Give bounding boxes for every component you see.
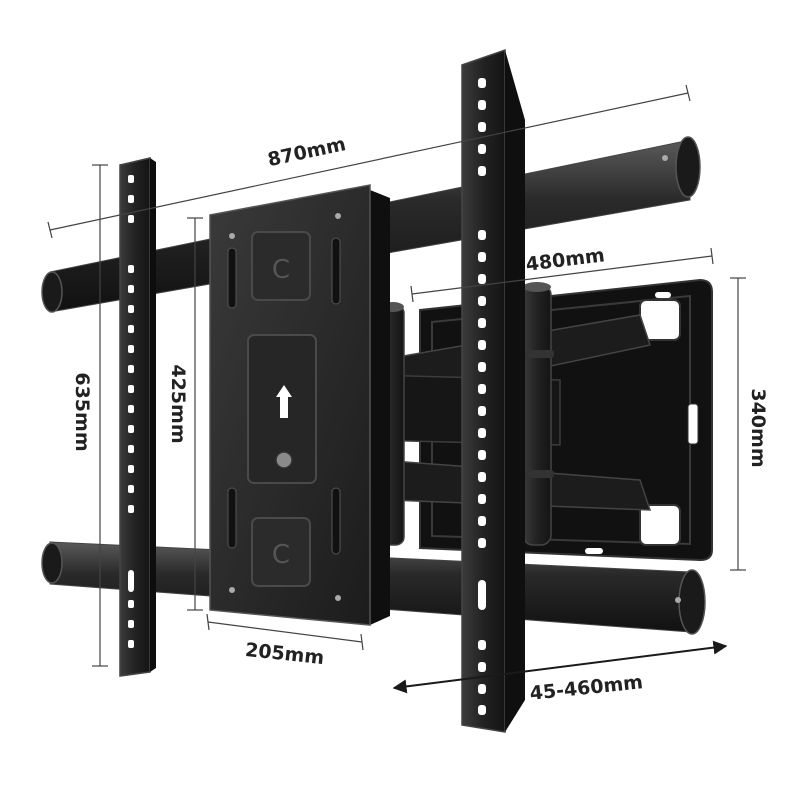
svg-text:C: C bbox=[272, 255, 290, 285]
dimension-label-870mm: 870mm bbox=[266, 133, 348, 171]
dimension-label-635mm: 635mm bbox=[71, 372, 93, 451]
dimension-label-425mm: 425mm bbox=[167, 364, 189, 443]
wall-plate: C C bbox=[209, 184, 390, 626]
right-vertical-rail bbox=[461, 48, 525, 733]
extension-arrow bbox=[392, 640, 728, 694]
dimension-lines bbox=[47, 84, 746, 667]
dimension-label-205mm: 205mm bbox=[244, 639, 325, 669]
dimension-label-340mm: 340mm bbox=[747, 388, 769, 467]
svg-text:C: C bbox=[272, 540, 290, 570]
dimension-label-extension: 45-460mm bbox=[529, 671, 644, 705]
left-vertical-rail bbox=[119, 157, 156, 677]
